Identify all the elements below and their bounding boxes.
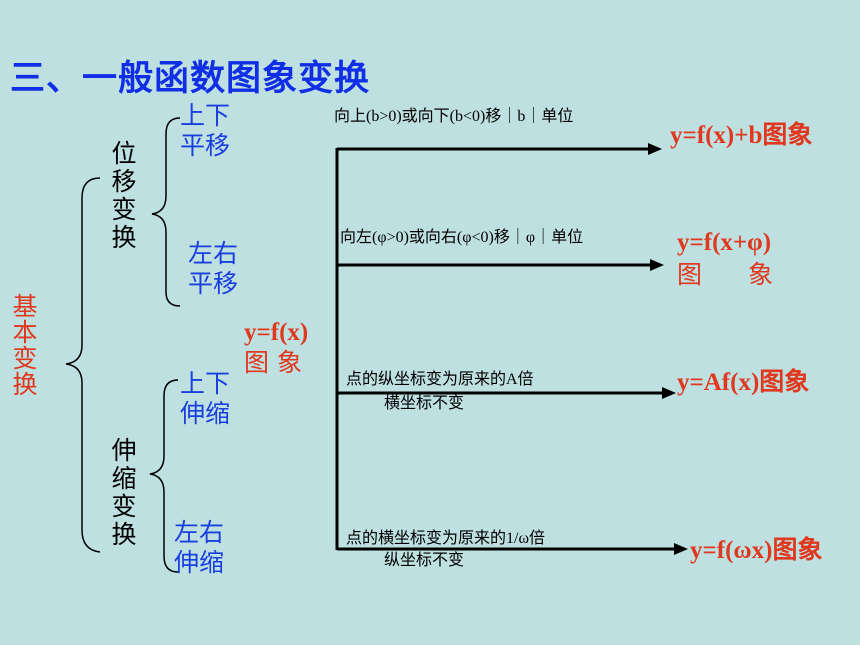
brace-root <box>65 177 101 553</box>
subtype-line: 平移 <box>180 131 231 160</box>
category-shift: 位移变换 <box>108 140 137 252</box>
branch-arrow-4 <box>337 543 688 555</box>
root-label: 基本变换 <box>9 293 38 397</box>
branch-rule-4-line1: 点的横坐标变为原来的1/ω倍 <box>346 530 545 547</box>
branch-arrow-3 <box>337 387 676 399</box>
branch-result-3: y=Af(x)图象 <box>677 369 810 396</box>
branch-rule-4-line2: 纵坐标不变 <box>384 552 465 569</box>
branch-rule-3-line2: 横坐标不变 <box>384 395 465 412</box>
center-node: y=f(x) 图象 <box>244 318 310 378</box>
branch-result-1: y=f(x)+b图象 <box>670 122 813 149</box>
branch-rule-3-line1: 点的纵坐标变为原来的A倍 <box>346 371 534 388</box>
branch-arrow-1 <box>337 143 662 155</box>
branch-result-2-line1: y=f(x+φ) <box>677 229 772 256</box>
subtype-line: 平移 <box>188 269 239 298</box>
branch-rule-1: 向上(b>0)或向下(b<0)移｜b｜单位 <box>334 108 574 125</box>
subtype-horizontal-shift: 左右 平移 <box>188 239 238 299</box>
brace-shift <box>151 117 181 307</box>
subtype-vertical-shift: 上下 平移 <box>180 101 230 161</box>
branch-result-4: y=f(ωx)图象 <box>690 537 823 564</box>
subtype-line: 上下 <box>180 101 231 130</box>
subtype-line: 上下 <box>180 369 231 398</box>
subtype-horizontal-scale: 左右 伸缩 <box>174 518 224 578</box>
branch-result-2-line2: 图象 <box>677 260 820 289</box>
page-title: 三、一般函数图象变换 <box>10 59 371 99</box>
subtype-line: 左右 <box>188 239 239 268</box>
subtype-vertical-scale: 上下 伸缩 <box>180 369 230 429</box>
branch-arrow-2 <box>337 259 664 271</box>
center-label: 图象 <box>244 348 311 377</box>
center-formula: y=f(x) <box>244 319 309 346</box>
subtype-line: 伸缩 <box>180 399 231 428</box>
subtype-line: 伸缩 <box>174 548 225 577</box>
category-scale: 伸缩变换 <box>108 437 137 549</box>
branch-rule-2: 向左(φ>0)或向右(φ<0)移｜φ｜单位 <box>340 229 584 246</box>
subtype-line: 左右 <box>174 518 225 547</box>
brace-scale <box>149 379 179 573</box>
